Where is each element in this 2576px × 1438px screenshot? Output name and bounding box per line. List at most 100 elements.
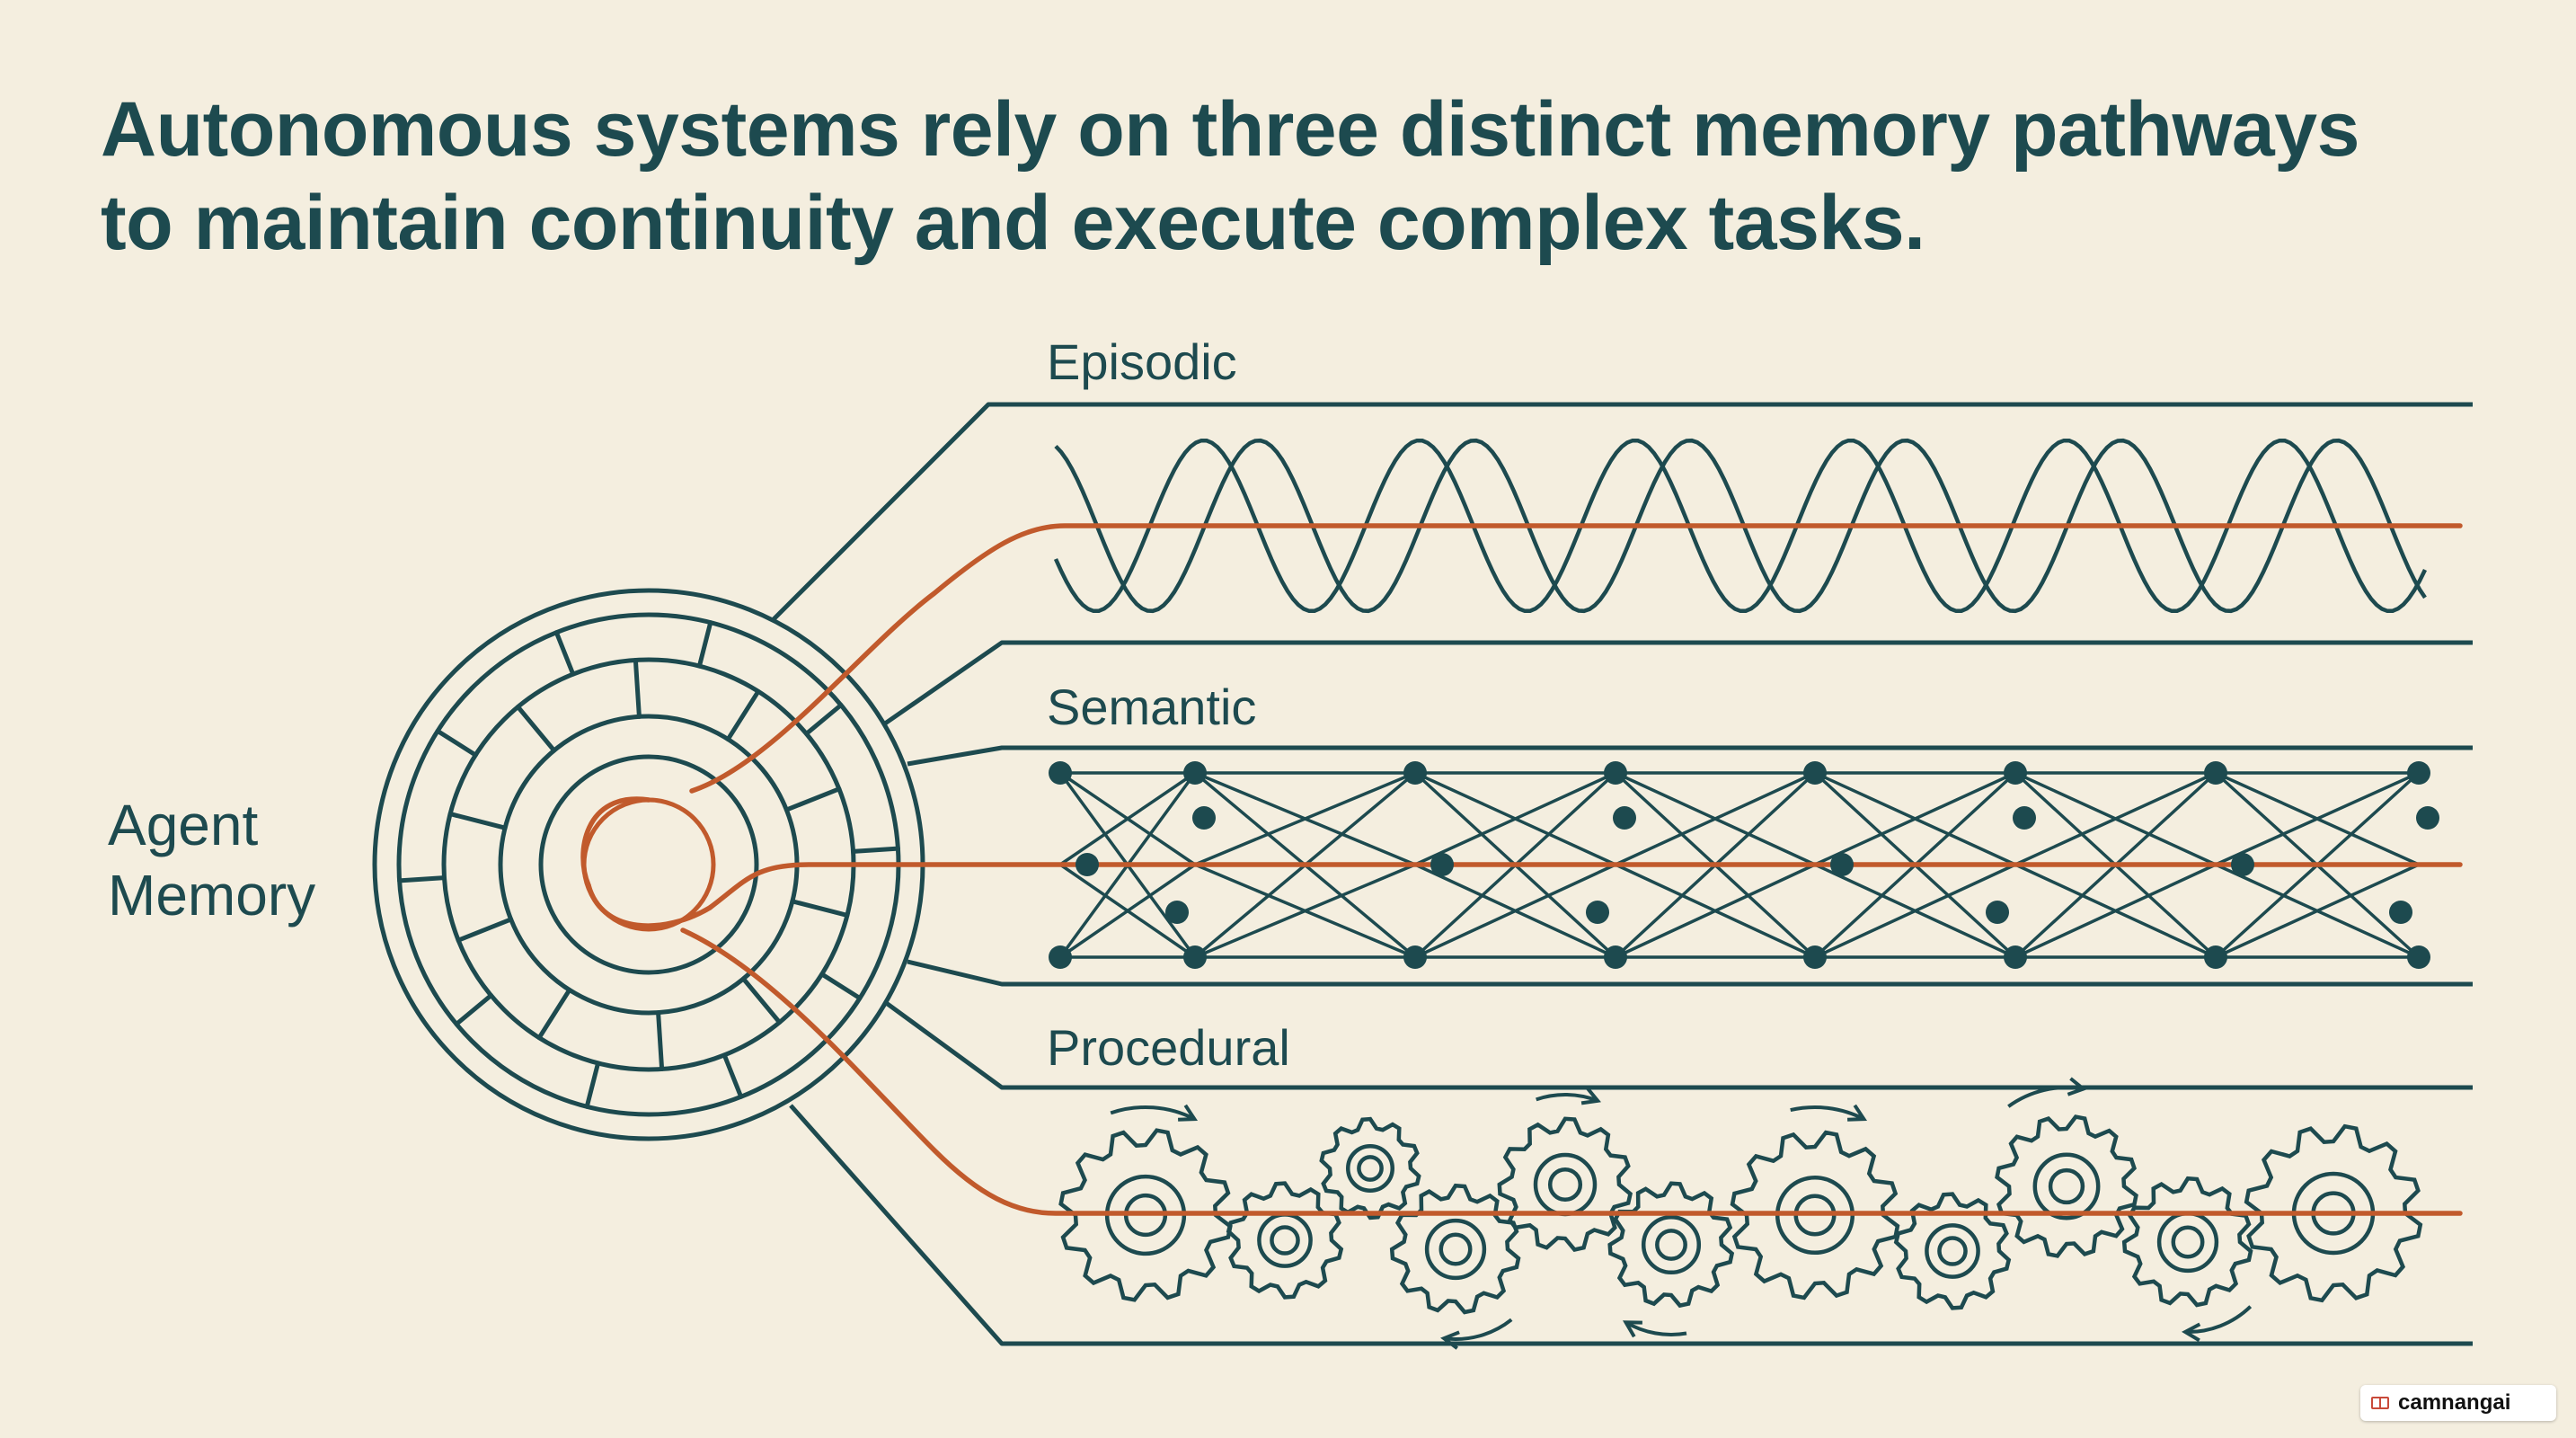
procedural-channel-top (883, 999, 2473, 1090)
network-node (1049, 761, 1072, 785)
hub-spoke (851, 846, 900, 854)
gear-icon (2121, 1176, 2253, 1308)
hub-spoke (696, 620, 713, 669)
hub-label-line-2: Memory (108, 863, 315, 928)
headline-line-2: to maintain continuity and execute compl… (101, 180, 1925, 266)
hub-spoke (515, 705, 557, 753)
network-edge (2215, 771, 2420, 866)
episodic-wave-b (1053, 438, 2428, 614)
hub-spoke (454, 993, 494, 1026)
pathway-label-episodic: Episodic (1047, 333, 1237, 390)
network-edge (1414, 863, 1616, 959)
hub-spoke (447, 812, 508, 830)
network-node (2013, 806, 2036, 830)
gear-icon (1607, 1181, 1735, 1309)
gear-hub (1533, 1152, 1598, 1217)
gear-icon (1893, 1192, 2012, 1310)
network-edge (2014, 771, 2217, 866)
hub-spoke (783, 786, 842, 812)
network-node (1613, 806, 1636, 830)
semantic-trace (707, 862, 2463, 910)
gear-axle (1438, 1232, 1473, 1266)
network-edge (1194, 863, 1416, 959)
episodic-waves (1053, 438, 2428, 614)
hub-spoke (536, 987, 572, 1041)
gear-axle (2048, 1167, 2085, 1205)
hub-spoke (584, 1061, 601, 1109)
headline-line-1: Autonomous systems rely on three distinc… (101, 86, 2359, 173)
network-edge (1414, 771, 1616, 866)
gear-icon (1497, 1116, 1633, 1252)
network-node (1403, 761, 1427, 785)
hub-label: Agent Memory (108, 793, 315, 928)
arrowhead (2067, 1077, 2087, 1096)
gear-axle (1270, 1225, 1300, 1256)
gear-axle (2171, 1225, 2205, 1259)
gear-rotation-arrows (1110, 1077, 2253, 1350)
pathway-label-procedural: Procedural (1047, 1019, 1290, 1076)
procedural-trace (680, 928, 2463, 1216)
network-node (1803, 761, 1827, 785)
gear-hub (2032, 1152, 2101, 1221)
hub-spoke (656, 1010, 665, 1072)
gear-axle (1547, 1167, 1583, 1203)
headline: Autonomous systems rely on three distinc… (101, 83, 2527, 270)
network-edge (1059, 863, 1196, 959)
network-node (1183, 945, 1207, 969)
network-node (2389, 901, 2412, 924)
network-edge (2215, 863, 2420, 959)
gear-hub (1346, 1144, 1394, 1193)
hub-spoke (803, 703, 844, 736)
hub-spoke (435, 728, 478, 758)
hub-trace-loop (586, 883, 713, 928)
pathway-label-semantic: Semantic (1047, 679, 1256, 735)
episodic-channel-bottom (883, 640, 2473, 726)
hub-spoke (721, 1052, 744, 1099)
network-node (2204, 761, 2227, 785)
network-node (1192, 806, 1216, 830)
arrowhead (1622, 1320, 1642, 1338)
hub-spoke (725, 688, 761, 742)
network-node (1183, 761, 1207, 785)
network-edge (1814, 863, 2016, 959)
semantic-channel-top (907, 745, 2473, 767)
network-node (2407, 945, 2430, 969)
gear-axle (1357, 1155, 1384, 1182)
episodic-trace (689, 523, 2463, 794)
arrowhead (1847, 1104, 1868, 1122)
procedural-channel-bottom (789, 1104, 2473, 1346)
network-edge (1615, 863, 1816, 959)
hub-spoke (740, 976, 783, 1025)
network-node (1430, 853, 1454, 876)
network-node (2204, 945, 2227, 969)
network-node (1604, 945, 1627, 969)
hub-trace-episodic (580, 796, 651, 888)
gear-icon (1226, 1181, 1344, 1300)
network-edge (1814, 771, 2016, 866)
network-node (1586, 901, 1609, 924)
network-edge (1059, 771, 1196, 866)
arrowhead (1580, 1087, 1601, 1105)
hub-spoke (790, 899, 850, 918)
hub-spoke (633, 657, 642, 719)
semantic-channel-bottom (907, 959, 2473, 987)
network-node (2407, 761, 2430, 785)
network-node (1165, 901, 1189, 924)
gear-icon (1319, 1116, 1421, 1221)
arrowhead (2182, 1322, 2201, 1343)
gear-axle (1655, 1229, 1687, 1261)
network-node (2231, 853, 2254, 876)
watermark-badge[interactable]: camnangai (2360, 1385, 2556, 1421)
gear-icon (1389, 1183, 1521, 1315)
network-edge (2014, 863, 2217, 959)
hub-spoke (553, 630, 576, 677)
gear-hub (1257, 1212, 1313, 1268)
watermark-text: camnangai (2398, 1390, 2511, 1415)
gear-hub (1424, 1218, 1487, 1281)
rotation-arrow-icon (1790, 1105, 1865, 1121)
episodic-wave-a (1054, 438, 2427, 614)
network-node (1403, 945, 1427, 969)
rotation-arrow-icon (1536, 1093, 1598, 1103)
rotation-arrow-icon (1443, 1318, 1513, 1341)
